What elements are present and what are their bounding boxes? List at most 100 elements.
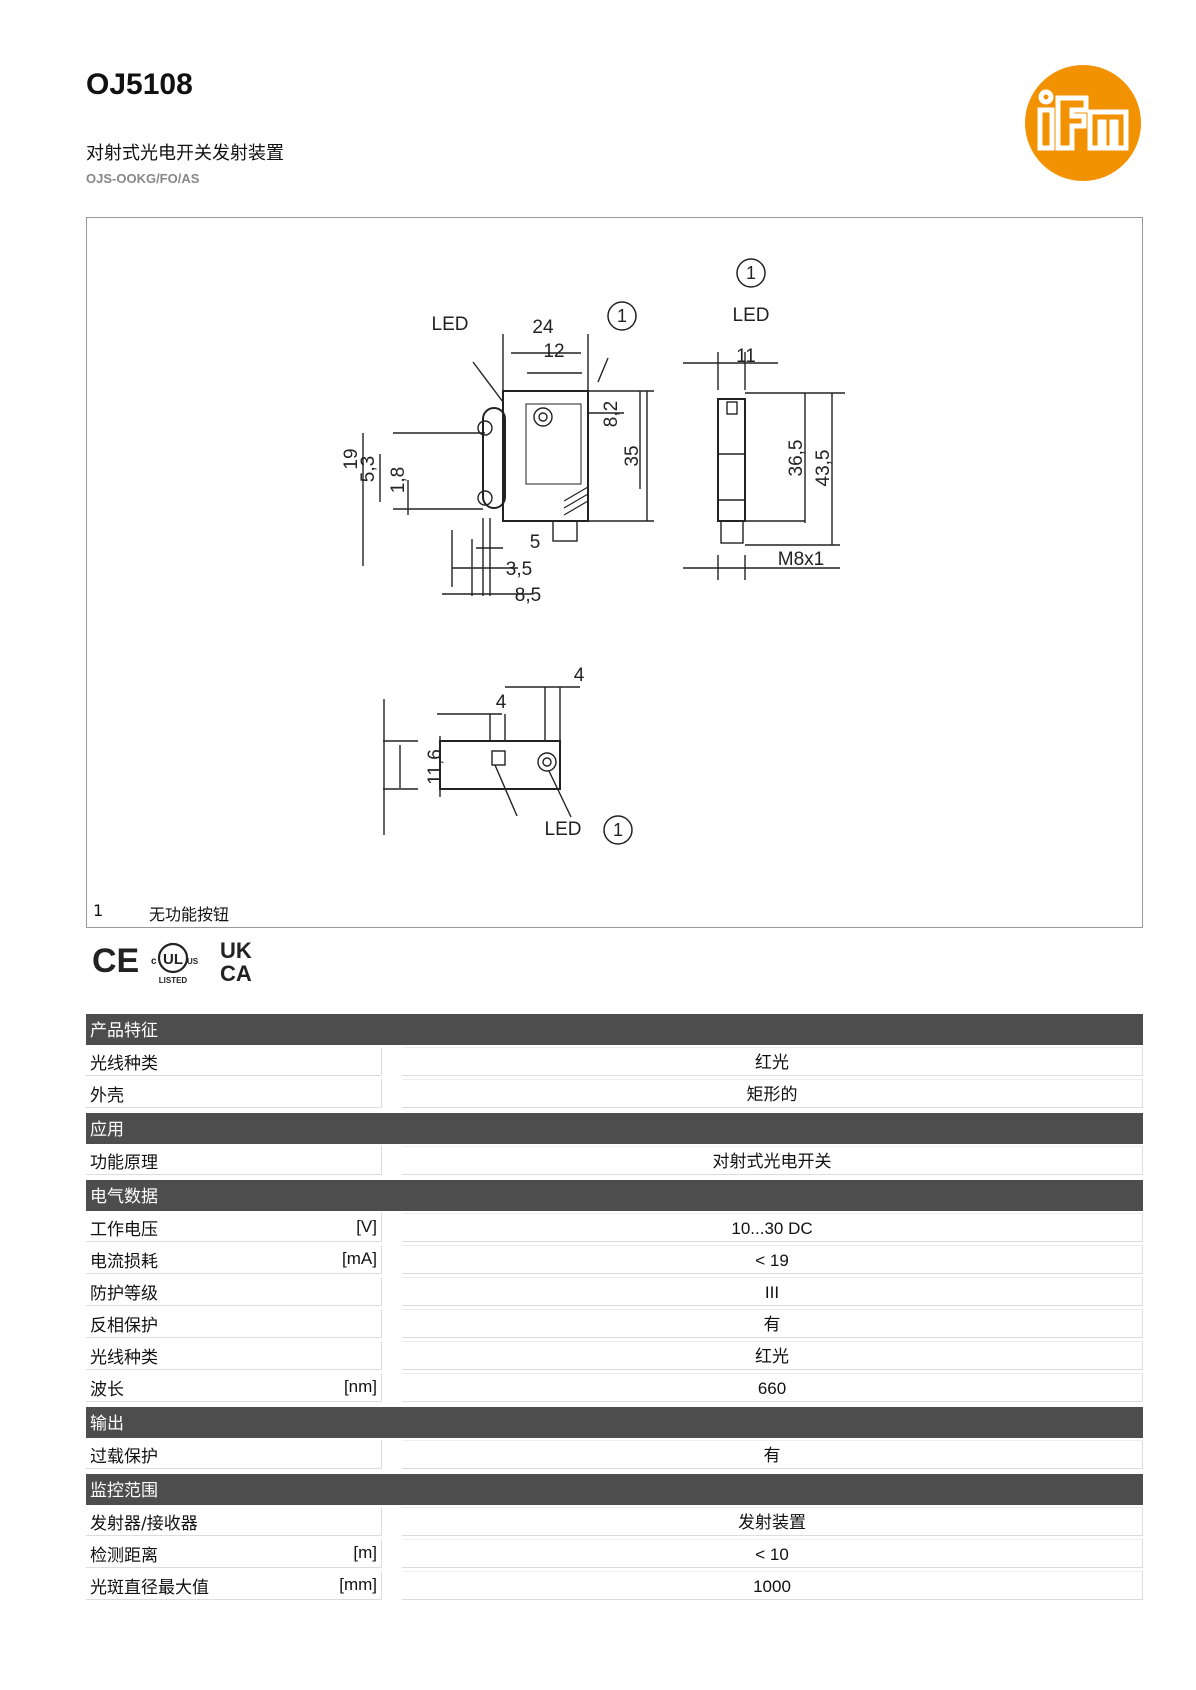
spec-row: 光线种类红光 — [86, 1339, 1143, 1371]
spec-label-cell: 电流损耗 [mA] — [86, 1245, 382, 1274]
spec-label-cell: 发射器/接收器 — [86, 1507, 382, 1536]
dim-11: 11 — [736, 346, 756, 367]
svg-text:UL: UL — [163, 951, 183, 968]
spec-label: 工作电压 — [90, 1219, 158, 1240]
svg-text:1: 1 — [746, 263, 756, 283]
product-title: OJ5108 — [86, 68, 193, 101]
spec-label: 过载保护 — [90, 1446, 158, 1467]
spec-label-cell: 波长 [nm] — [86, 1373, 382, 1402]
spec-value: 660 — [402, 1373, 1143, 1402]
drawing-legend: 1 无功能按钮 — [93, 901, 229, 925]
spec-value: 有 — [402, 1309, 1143, 1338]
spec-label: 外壳 — [90, 1085, 124, 1106]
svg-text:1: 1 — [613, 820, 623, 840]
dim-5-3: 5,3 — [358, 456, 379, 482]
spec-unit: [nm] — [343, 1377, 377, 1396]
spec-value: 10...30 DC — [402, 1213, 1143, 1242]
dim-3-5: 3,5 — [506, 559, 532, 580]
spec-value: 有 — [402, 1440, 1143, 1469]
side-view-body — [717, 398, 746, 522]
spec-unit: [m] — [353, 1543, 377, 1562]
spec-label-cell: 功能原理 — [86, 1146, 382, 1175]
spec-label-cell: 外壳 — [86, 1079, 382, 1108]
spec-value: < 19 — [402, 1245, 1143, 1274]
ul-listed-mark: UL c US LISTED — [151, 942, 199, 985]
dim-35: 35 — [622, 445, 643, 466]
spec-table: 产品特征光线种类红光外壳矩形的应用功能原理对射式光电开关电气数据工作电压[V]1… — [86, 1014, 1143, 1601]
ukca-mark: UK CA — [220, 938, 252, 986]
spec-label-cell: 检测距离 [m] — [86, 1539, 382, 1568]
spec-label: 光斑直径最大值 — [90, 1577, 209, 1598]
top-view-body — [439, 740, 561, 790]
spec-label: 电流损耗 — [90, 1251, 158, 1272]
svg-text:1: 1 — [617, 306, 627, 326]
section-header: 监控范围 — [86, 1474, 1143, 1505]
svg-text:c: c — [151, 956, 157, 967]
spec-unit: [mm] — [339, 1575, 377, 1594]
spec-label-cell: 反相保护 — [86, 1309, 382, 1338]
label-led-side: LED — [733, 305, 770, 326]
dim-5: 5 — [530, 532, 541, 553]
spec-label: 防护等级 — [90, 1283, 158, 1304]
spec-row: 防护等级 III — [86, 1275, 1143, 1307]
spec-label-cell: 光斑直径最大值 [mm] — [86, 1571, 382, 1600]
spec-label-cell: 工作电压 [V] — [86, 1213, 382, 1242]
spec-row: 光斑直径最大值 [mm] 1000 — [86, 1569, 1143, 1601]
callout-1-top — [603, 815, 633, 845]
dim-43-5: 43,5 — [813, 450, 834, 487]
spec-label: 反相保护 — [90, 1315, 158, 1336]
spec-label: 功能原理 — [90, 1152, 158, 1173]
spec-value: 发射装置 — [402, 1507, 1143, 1536]
ifm-logo — [1025, 65, 1141, 181]
label-m8: M8x1 — [778, 549, 824, 570]
spec-row: 过载保护 有 — [86, 1438, 1143, 1470]
spec-value: 红光 — [402, 1047, 1143, 1076]
spec-label: 检测距离 — [90, 1545, 158, 1566]
spec-row: 电流损耗 [mA] < 19 — [86, 1243, 1143, 1275]
dim-8-5: 8,5 — [515, 585, 541, 606]
callout-1-side — [736, 258, 766, 288]
spec-row: 工作电压 [V] 10...30 DC — [86, 1211, 1143, 1243]
section-header: 输出 — [86, 1407, 1143, 1438]
technical-drawing-svg: LED 24 12 LED 11 M8x1 5 3,5 8,5 4 4 LED … — [341, 258, 845, 845]
spec-row: 功能原理 对射式光电开关 — [86, 1144, 1143, 1176]
spec-label: 波长 — [90, 1379, 124, 1400]
svg-text:US: US — [187, 957, 199, 966]
spec-row: 检测距离 [m] < 10 — [86, 1537, 1143, 1569]
svg-text:CA: CA — [220, 961, 252, 986]
dim-12: 12 — [543, 341, 564, 362]
ce-mark: CE — [92, 942, 139, 980]
callout-1-front — [607, 301, 637, 331]
label-led-top: LED — [545, 819, 582, 840]
spec-unit: [V] — [356, 1217, 377, 1236]
legend-text: 无功能按钮 — [149, 905, 230, 924]
spec-row: 光线种类 红光 — [86, 1045, 1143, 1077]
svg-text:LISTED: LISTED — [159, 976, 188, 985]
dim-36-5: 36,5 — [786, 440, 807, 477]
product-code: OJS-OOKG/FO/AS — [86, 171, 200, 186]
certification-marks: CE UL c US LISTED UK CA — [92, 938, 252, 986]
spec-value: III — [402, 1277, 1143, 1306]
spec-value: 矩形的 — [402, 1079, 1143, 1108]
spec-value: 1000 — [402, 1571, 1143, 1600]
sensor-body — [502, 390, 589, 522]
spec-label-cell: 光线种类 — [86, 1047, 382, 1076]
spec-label-cell: 过载保护 — [86, 1440, 382, 1469]
spec-label-cell: 防护等级 — [86, 1277, 382, 1306]
spec-label: 光线种类 — [90, 1347, 158, 1368]
spec-row: 波长 [nm] 660 — [86, 1371, 1143, 1403]
spec-value: < 10 — [402, 1539, 1143, 1568]
section-header: 应用 — [86, 1113, 1143, 1144]
spec-label: 光线种类 — [90, 1053, 158, 1074]
label-led-front: LED — [432, 314, 469, 335]
dim-4-b: 4 — [574, 665, 585, 686]
dimension-drawing: LED 24 12 LED 11 M8x1 5 3,5 8,5 4 4 LED … — [86, 217, 1143, 928]
spec-row: 发射器/接收器 发射装置 — [86, 1505, 1143, 1537]
spec-unit: [mA] — [342, 1249, 377, 1268]
spec-label-cell: 光线种类 — [86, 1341, 382, 1370]
spec-row: 反相保护 有 — [86, 1307, 1143, 1339]
dim-24: 24 — [532, 317, 554, 338]
spec-label: 发射器/接收器 — [90, 1513, 198, 1534]
spec-value: 对射式光电开关 — [402, 1146, 1143, 1175]
dim-1-8: 1,8 — [388, 467, 409, 493]
